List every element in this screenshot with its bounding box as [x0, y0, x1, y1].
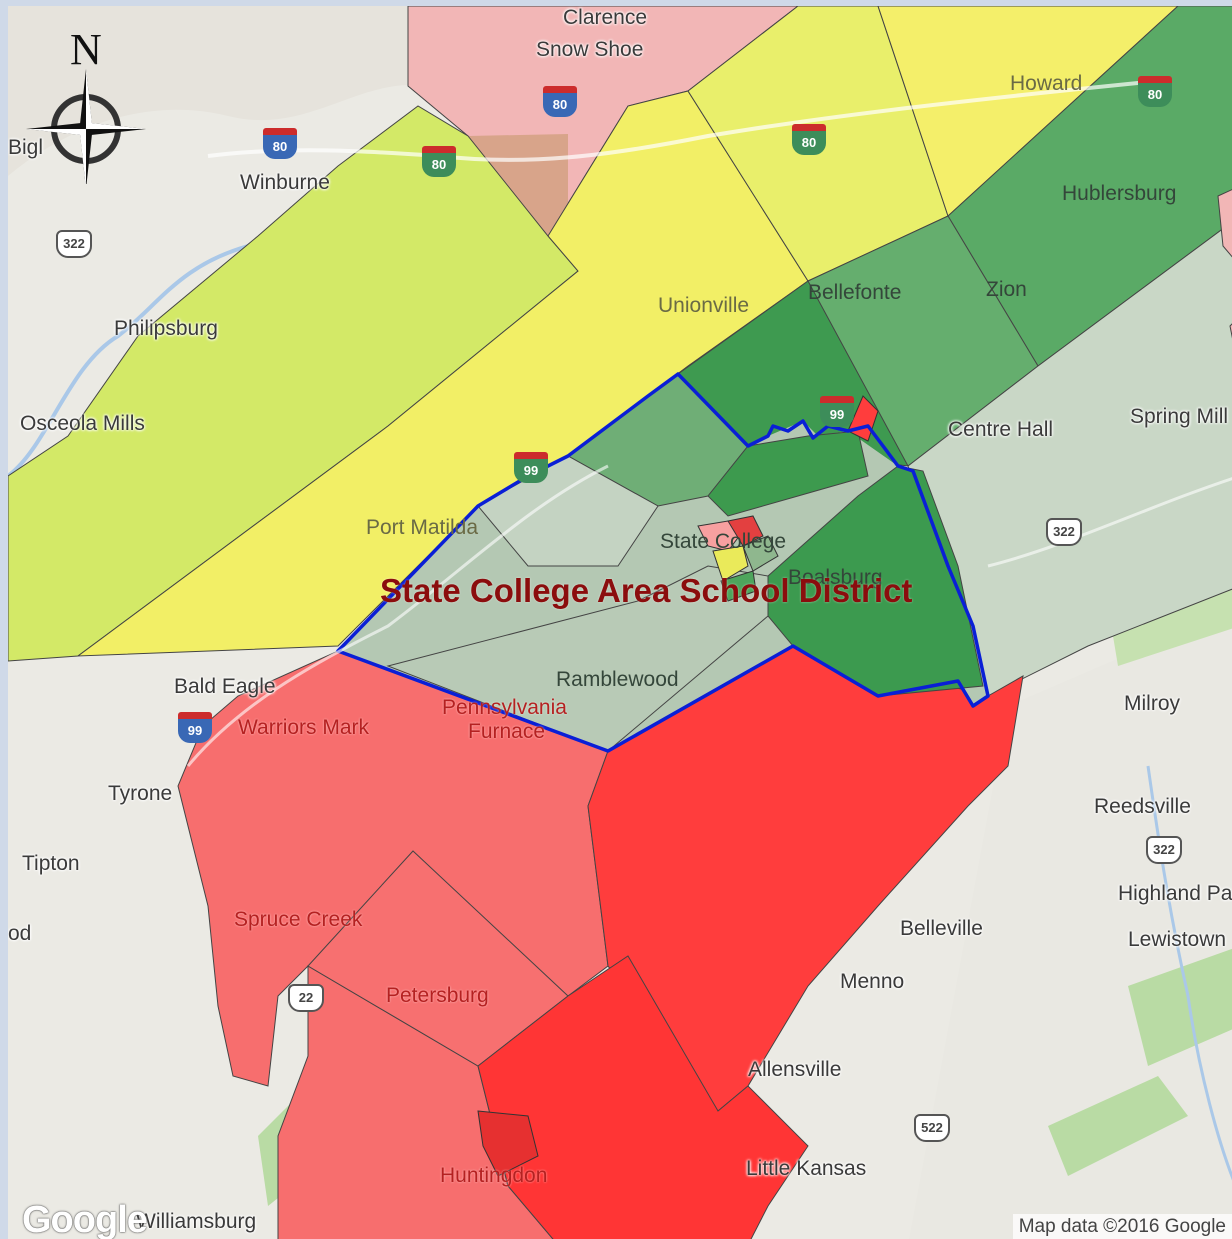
place-label-ramblewood: Ramblewood [556, 668, 679, 691]
place-label-centre-hall: Centre Hall [948, 418, 1054, 441]
place-label-belleville: Belleville [900, 917, 983, 940]
place-label-bald-eagle: Bald Eagle [174, 675, 276, 698]
place-label-lewistown: Lewistown [1128, 928, 1227, 951]
forest-patch [1048, 1076, 1188, 1176]
river [1146, 765, 1232, 1181]
map-canvas[interactable] [8, 6, 1232, 1239]
ward [697, 520, 744, 552]
place-label-highland-park: Highland Pa [1118, 882, 1232, 905]
us-322-shield: 322 [56, 230, 92, 258]
interstate-99-shield: 99 [820, 396, 854, 427]
interstate-80-shield: 80 [1138, 76, 1172, 107]
road-i99 [186, 464, 609, 767]
place-label-snow-shoe: Snow Shoe [536, 38, 644, 61]
ward [742, 535, 779, 572]
district-subregion-east [767, 465, 984, 697]
us-322-shield: 322 [1146, 836, 1182, 864]
place-label-zion: Zion [986, 278, 1027, 301]
interstate-80-shield: 80 [422, 146, 456, 177]
place-label-pennsylvania-furnace-line1: Pennsylvania [442, 696, 567, 719]
district-region-red-south[interactable] [477, 955, 809, 1239]
compass-rose: N [26, 24, 146, 184]
map-attribution[interactable]: Map data ©2016 Google [1012, 1214, 1232, 1239]
place-label-hublersburg: Hublersburg [1062, 182, 1177, 205]
place-label-reedsville: Reedsville [1094, 795, 1191, 818]
place-label-milroy: Milroy [1124, 692, 1180, 715]
us-322-shield: 322 [1046, 518, 1082, 546]
place-label-little-kansas: Little Kansas [746, 1157, 867, 1180]
place-label-winburne: Winburne [240, 171, 330, 194]
interstate-80-shield: 80 [792, 124, 826, 155]
place-label-clarence: Clarence [563, 6, 648, 29]
ward [727, 515, 764, 547]
place-label-allensville: Allensville [748, 1058, 842, 1081]
place-label-petersburg: Petersburg [386, 984, 489, 1007]
forest-patch [1128, 948, 1232, 1066]
ward [720, 570, 757, 602]
interstate-80-shield: 80 [543, 86, 577, 117]
school-district-title: State College Area School District [380, 572, 913, 609]
interstate-99-shield: 99 [514, 452, 548, 483]
interstate-80-shield: 80 [263, 128, 297, 159]
place-label-port-matilda: Port Matilda [366, 516, 479, 539]
place-label-bellefonte: Bellefonte [808, 281, 902, 304]
place-label-tyrone: Tyrone [108, 782, 173, 805]
place-label-tipton: Tipton [22, 852, 80, 875]
compass-north-letter: N [70, 25, 102, 74]
place-label-menno: Menno [840, 970, 905, 993]
place-label-spruce-creek: Spruce Creek [234, 908, 363, 931]
place-label-howard: Howard [1010, 72, 1083, 95]
place-label-spring-mills: Spring Mill [1130, 405, 1229, 428]
road-us322 [987, 477, 1232, 568]
place-label-unionville: Unionville [658, 294, 750, 317]
place-label-huntingdon: Huntingdon [440, 1164, 548, 1187]
terrain-patch [8, 6, 428, 176]
district-region-pink-east[interactable] [1217, 186, 1232, 266]
us-522-shield: 522 [914, 1114, 950, 1142]
google-logo[interactable]: Google [22, 1199, 148, 1239]
place-label-big: Bigl [8, 136, 44, 159]
place-label-philipsburg: Philipsburg [114, 317, 218, 340]
place-label-pennsylvania-furnace-line2: Furnace [468, 720, 546, 743]
district-region-huntingdon [477, 1110, 539, 1177]
place-label-state-college: State College [660, 530, 787, 553]
ward [712, 545, 749, 582]
compass-star-icon [26, 69, 146, 184]
place-label-williamsburg: Williamsburg [136, 1210, 257, 1233]
district-subregion-center-north [707, 430, 869, 517]
place-label-od: od [8, 922, 32, 945]
place-label-warriors-mark: Warriors Mark [238, 716, 370, 739]
us-22-shield: 22 [288, 984, 324, 1012]
place-label-boalsburg: Boalsburg [788, 566, 883, 589]
interstate-99-shield: 99 [178, 712, 212, 743]
place-label-osceola-mills: Osceola Mills [20, 412, 145, 435]
road-i80 [207, 79, 1159, 162]
